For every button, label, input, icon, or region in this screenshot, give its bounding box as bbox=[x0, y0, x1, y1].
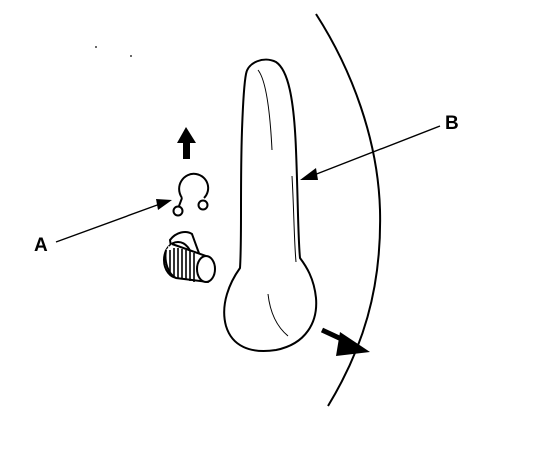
up-arrow bbox=[177, 127, 196, 159]
callout-b-leader bbox=[300, 125, 441, 180]
diagonal-arrow bbox=[320, 327, 370, 356]
callout-a-leader bbox=[55, 199, 172, 243]
callout-label-b: B bbox=[445, 113, 459, 134]
lever-handle bbox=[223, 58, 318, 352]
control-knob bbox=[163, 231, 216, 284]
scan-dot bbox=[130, 55, 132, 57]
scan-dot bbox=[95, 46, 97, 48]
callout-label-a: A bbox=[34, 235, 48, 256]
retaining-clip bbox=[172, 172, 210, 217]
